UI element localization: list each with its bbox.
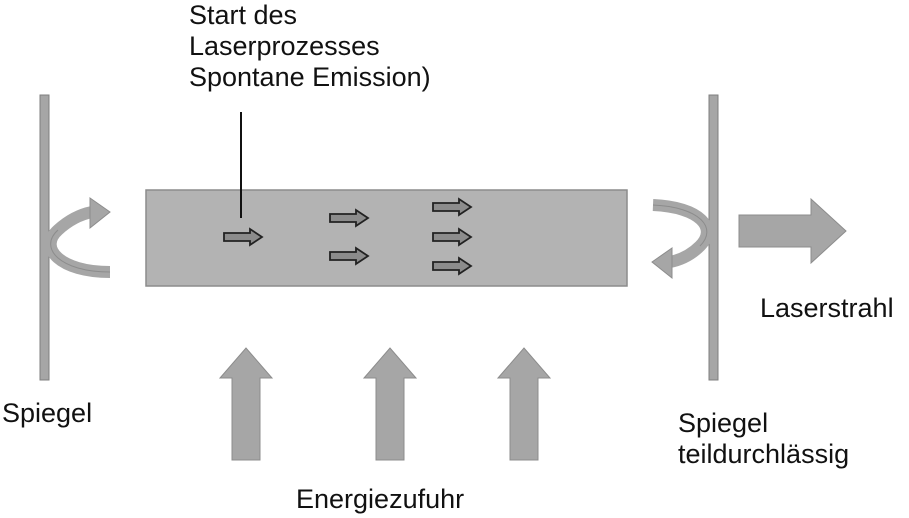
small-right-arrow-icon	[432, 256, 473, 276]
small-right-arrow-icon	[329, 208, 370, 228]
laser-medium	[145, 189, 628, 287]
laser-beam-label: Laserstrahl	[760, 293, 894, 323]
photon-arrows	[223, 197, 473, 276]
small-right-arrow-icon	[223, 227, 264, 247]
right-arrow-icon	[738, 197, 847, 265]
energy-label: Energiezufuhr	[296, 484, 465, 514]
annotation-line-1: Start des	[189, 0, 298, 30]
small-right-arrow-icon	[432, 197, 473, 217]
annotation-line-3: Spontane Emission)	[189, 62, 431, 92]
curved-arrow-icon	[44, 197, 111, 278]
up-arrow-icon	[362, 347, 418, 461]
annotation-label: Start des Laserprozesses Spontane Emissi…	[189, 0, 431, 93]
left-mirror-label: Spiegel	[2, 398, 93, 428]
annotation-line-2: Laserprozesses	[189, 31, 380, 61]
small-right-arrow-icon	[432, 227, 473, 247]
right-mirror-label-line-1: Spiegel	[678, 408, 769, 438]
curved-arrow-icon	[651, 199, 713, 280]
right-mirror-label-line-2: teildurchlässig	[678, 439, 850, 469]
up-arrow-icon	[218, 347, 274, 461]
right-mirror-label: Spiegel teildurchlässig	[678, 408, 849, 470]
up-arrow-icon	[496, 347, 552, 461]
small-right-arrow-icon	[329, 246, 370, 266]
